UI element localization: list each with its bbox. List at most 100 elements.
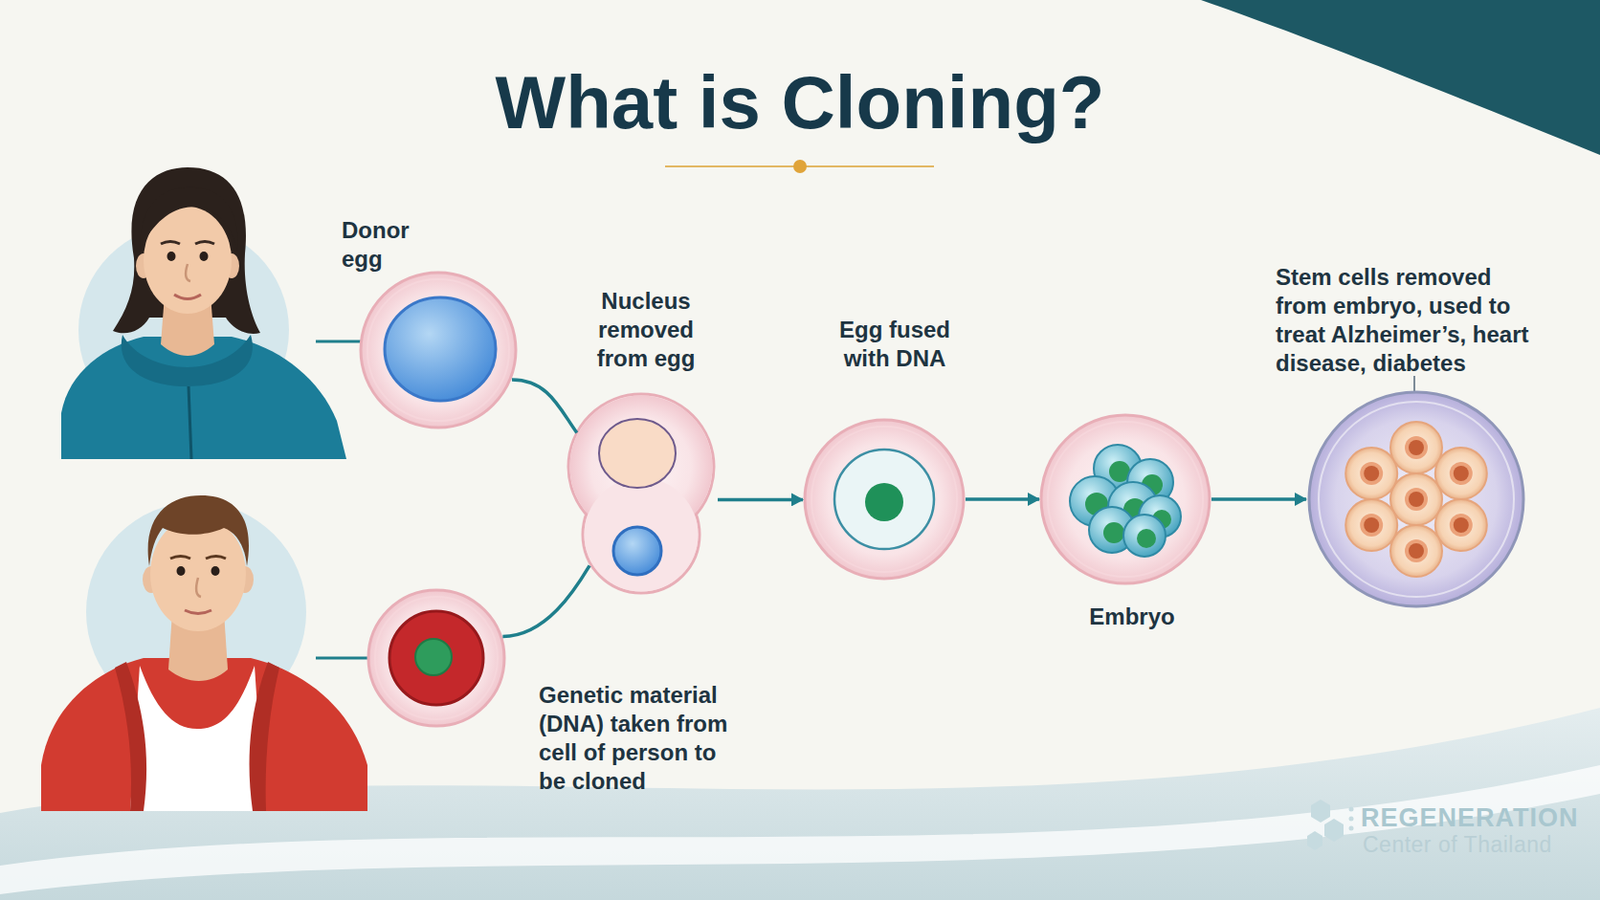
flow-arrow (1211, 497, 1307, 502)
stem-nucleus-ring (1404, 539, 1428, 563)
petri-dish-outline (1306, 389, 1527, 610)
eye (177, 566, 186, 577)
cell-membrane (368, 590, 505, 727)
hood-edge (114, 662, 147, 812)
stem-nucleus-ring (1449, 513, 1473, 537)
eye (200, 251, 209, 262)
mouth (184, 610, 212, 615)
fused-nucleus-zone (834, 449, 934, 550)
body-cell-core (389, 611, 484, 706)
brow (205, 556, 226, 560)
hoodie (61, 336, 347, 460)
cell-rim (375, 597, 498, 720)
stem-nucleus (1408, 543, 1424, 559)
dot (1349, 826, 1355, 832)
flow-arrow (717, 498, 803, 503)
donor-egg-cell-outline (358, 270, 518, 430)
stem-nucleus (1408, 440, 1424, 456)
node-label: Stem cells removed from embryo, used to … (1275, 263, 1539, 378)
hair-front (139, 187, 239, 251)
diagram-title: What is Cloning? (0, 63, 1600, 142)
shirt (130, 666, 265, 812)
portrait-link (315, 340, 361, 344)
flow-arrow (965, 497, 1040, 502)
hood-edge (249, 662, 280, 812)
stem-nucleus-ring (1404, 436, 1428, 460)
stem-nucleus (1408, 491, 1424, 508)
stem-nucleus-ring (1359, 513, 1383, 537)
stem-nucleus (1363, 517, 1379, 534)
stem-cell (1390, 525, 1443, 578)
embryo-cell-outline (1039, 413, 1212, 586)
dna-nucleus (415, 639, 452, 676)
dish-outline (1309, 392, 1524, 607)
eye (211, 566, 221, 577)
body-cell-outline (366, 588, 507, 729)
brow (195, 242, 215, 245)
dot (1349, 817, 1355, 823)
stem-nucleus-ring (1449, 462, 1473, 486)
hair-back (112, 167, 261, 334)
mouth (174, 294, 201, 300)
woman-portrait (61, 167, 347, 460)
dish-rim (1318, 401, 1514, 598)
cell-rim (367, 279, 510, 422)
stem-nucleus (1453, 517, 1469, 534)
node-label: Genetic material (DNA) taken from cell o… (538, 681, 731, 797)
lobe-fill (584, 478, 699, 593)
stem-cell (1390, 422, 1443, 474)
hexagon (1307, 831, 1323, 851)
fused-egg: Egg fused with DNA (802, 418, 966, 581)
portrait-link (315, 657, 369, 661)
enucleated-egg-outline (564, 392, 718, 596)
body-cell: Genetic material (DNA) taken from cell o… (366, 588, 507, 729)
leader-line (1413, 376, 1416, 392)
watermark-icon (1307, 800, 1355, 851)
embryo-nucleus (1103, 522, 1125, 544)
stem-nucleus (1453, 466, 1469, 482)
embryo-cell (1123, 514, 1166, 557)
enucleated-egg: Nucleus removed from egg (564, 392, 718, 596)
dot (1349, 807, 1355, 813)
egg-nucleus (384, 297, 496, 401)
stem-cell (1390, 473, 1443, 526)
node-label: Nucleus removed from egg (588, 287, 704, 374)
watermark-text: Center of Thailand (1362, 832, 1553, 859)
cell-membrane (360, 272, 516, 428)
watermark-text: REGENERATION (1360, 803, 1579, 834)
cell-membrane (804, 420, 964, 579)
fused-egg-outline (802, 418, 966, 581)
man-portrait (41, 495, 368, 812)
blue-nucleus (613, 527, 662, 576)
hoodie (41, 658, 368, 812)
cell-rim (1047, 422, 1203, 578)
connector-line (511, 379, 578, 433)
cell-rim (811, 426, 957, 573)
embryo-cell: Embryo (1039, 413, 1212, 586)
petri-dish: Stem cells removed from embryo, used to … (1306, 389, 1527, 610)
connector-line (502, 565, 590, 637)
node-label: Embryo (1060, 602, 1204, 632)
dna-nucleus (865, 483, 904, 522)
hexagon (1311, 800, 1331, 823)
brow (170, 556, 191, 560)
nose (196, 577, 201, 598)
stem-nucleus-ring (1404, 488, 1428, 512)
cell-membrane (1041, 415, 1210, 584)
stem-nucleus-ring (1359, 462, 1383, 486)
stem-cell (1435, 447, 1488, 500)
hexagon (1324, 819, 1344, 843)
stem-cell (1435, 499, 1488, 552)
nose (185, 264, 191, 282)
stem-cell (1345, 447, 1398, 500)
donor-egg-cell: Donor egg (358, 270, 518, 430)
brow (160, 242, 180, 245)
node-label: Egg fused with DNA (830, 315, 960, 374)
stem-nucleus (1363, 466, 1379, 482)
stem-cell (1345, 499, 1398, 552)
title-dot (793, 159, 807, 174)
hair (148, 495, 249, 567)
removed-nucleus (599, 419, 676, 489)
corner-shape (1200, 0, 1600, 156)
